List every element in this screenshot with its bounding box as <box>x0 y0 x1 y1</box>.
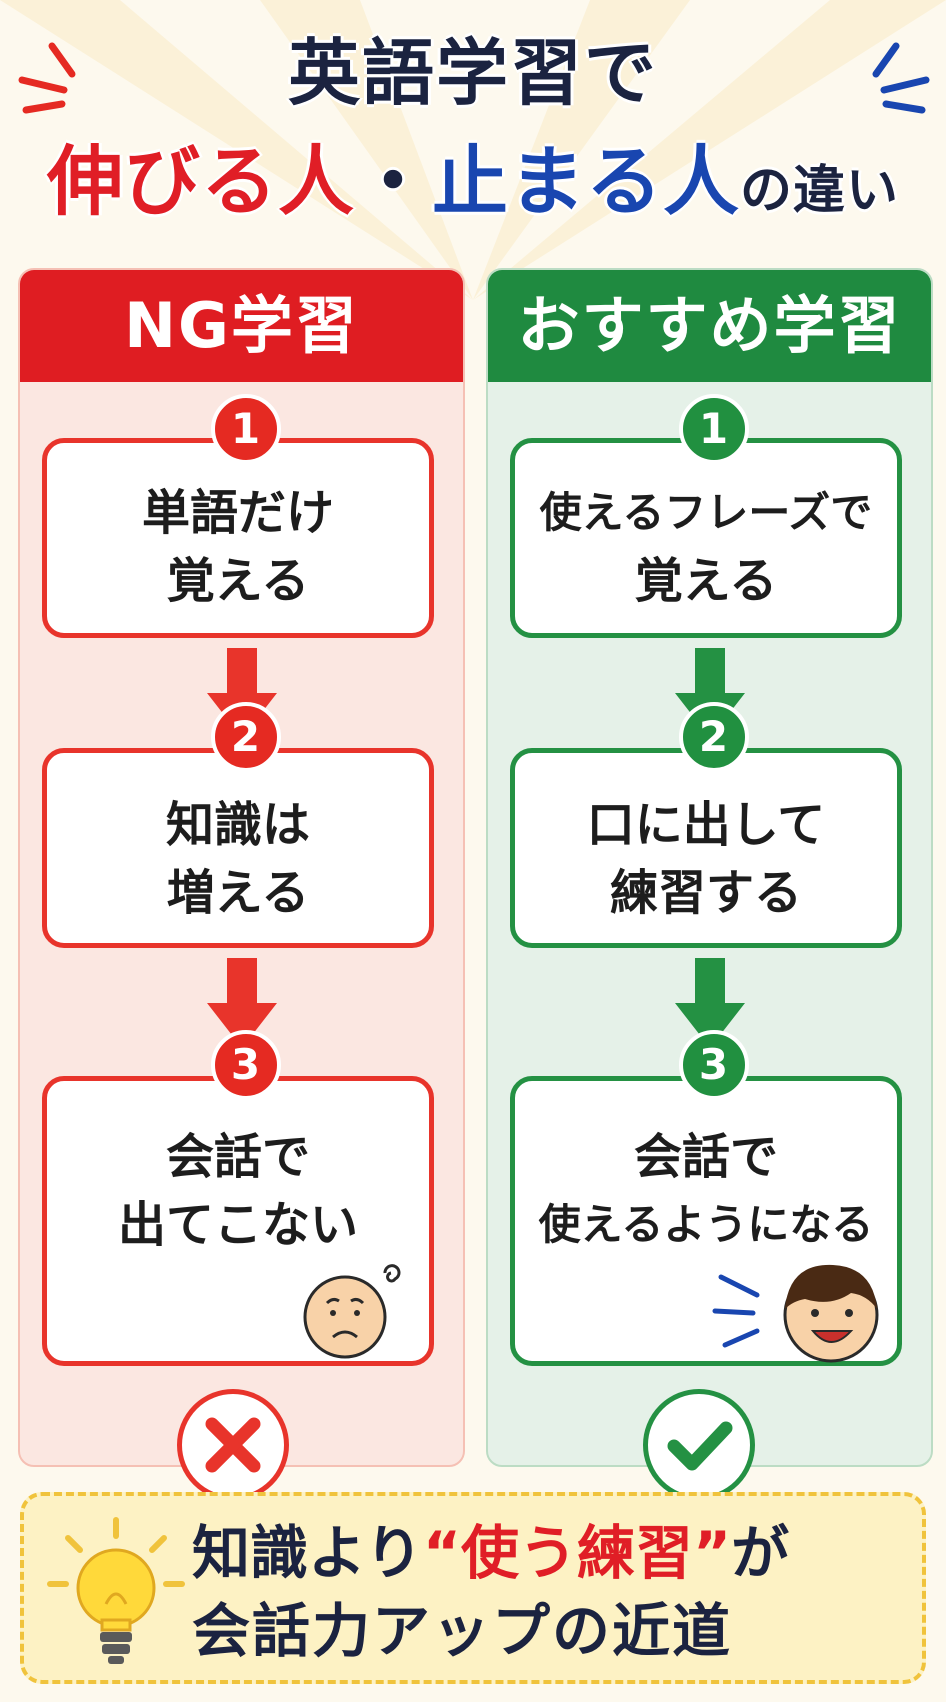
sunburst-background <box>0 0 946 300</box>
ok-step-2-line1: 口に出して <box>586 797 826 853</box>
left-burst-icon <box>18 42 76 114</box>
ok-step-3-line2: 使えるようになる <box>538 1200 874 1249</box>
ok-step-1-line1: 使えるフレーズで <box>539 488 873 537</box>
right-burst-icon <box>872 42 930 114</box>
ok-step-3-number: 3 <box>678 1030 749 1100</box>
ok-step-1-card: 使えるフレーズで 覚える <box>510 438 902 638</box>
ng-step-2-line2: 増える <box>166 865 310 921</box>
ng-step-1-line1: 単語だけ <box>141 485 334 541</box>
check-badge <box>643 1389 755 1501</box>
ng-down-arrow-icon <box>206 958 277 1048</box>
ok-down-arrow-icon <box>674 958 745 1048</box>
ng-step-3-card: 会話で 出てこない <box>42 1076 434 1366</box>
cross-icon <box>205 1417 261 1473</box>
title-stop: 止まる人 <box>431 137 740 226</box>
conclusion-line1-b: が <box>731 1519 790 1587</box>
recommended-header: おすすめ学習 <box>488 270 931 382</box>
conclusion-line2: 会話力アップの近道 <box>192 1597 733 1665</box>
ng-step-1-card: 単語だけ 覚える <box>42 438 434 638</box>
ok-step-2-line2: 練習する <box>609 865 802 921</box>
ng-header: NG学習 <box>20 270 463 382</box>
title-grow: 伸びる人 <box>46 137 355 226</box>
conclusion-line1: 知識より“使う練習”が <box>192 1516 789 1590</box>
title-suffix: の違い <box>739 161 899 221</box>
title-line1: 英語学習で <box>287 31 658 115</box>
ok-step-2-card: 口に出して 練習する <box>510 748 902 948</box>
title-dot: ・ <box>354 137 432 226</box>
happy-boy-icon <box>712 1264 879 1363</box>
conclusion-highlight: “使う練習” <box>422 1519 732 1587</box>
ng-step-3-number: 3 <box>210 1030 281 1100</box>
cross-badge <box>177 1389 289 1501</box>
ng-column: NG学習 単語だけ 覚える 1 知識は 増える 2 会話で 出てこない 3 <box>18 268 465 1467</box>
title-line2: 伸びる人・止まる人の違い <box>0 126 946 247</box>
ng-step-2-line1: 知識は <box>165 797 310 853</box>
ng-step-2-card: 知識は 増える <box>42 748 434 948</box>
recommended-column: おすすめ学習 使えるフレーズで 覚える 1 口に出して 練習する 2 会話で 使… <box>486 268 933 1467</box>
lightbulb-icon <box>47 1517 185 1664</box>
ok-step-1-number: 1 <box>678 394 749 464</box>
ok-step-1-line2: 覚える <box>634 553 778 609</box>
ng-step-3-line2: 出てこない <box>117 1197 358 1253</box>
page-title: 英語学習で 伸びる人・止まる人の違い <box>0 28 946 247</box>
ok-step-3-card: 会話で 使えるようになる <box>510 1076 902 1366</box>
conclusion-box: 知識より“使う練習”が 会話力アップの近道 <box>20 1492 926 1684</box>
ng-step-1-line2: 覚える <box>166 553 310 609</box>
ng-step-3-line1: 会話で <box>165 1129 310 1185</box>
conclusion-line1-a: 知識より <box>192 1519 423 1587</box>
confused-face-icon <box>303 1264 401 1359</box>
ng-step-2-number: 2 <box>210 702 281 772</box>
ok-step-3-line1: 会話で <box>633 1129 778 1185</box>
check-icon <box>667 1421 733 1471</box>
ok-step-2-number: 2 <box>678 702 749 772</box>
ng-step-1-number: 1 <box>210 394 281 464</box>
